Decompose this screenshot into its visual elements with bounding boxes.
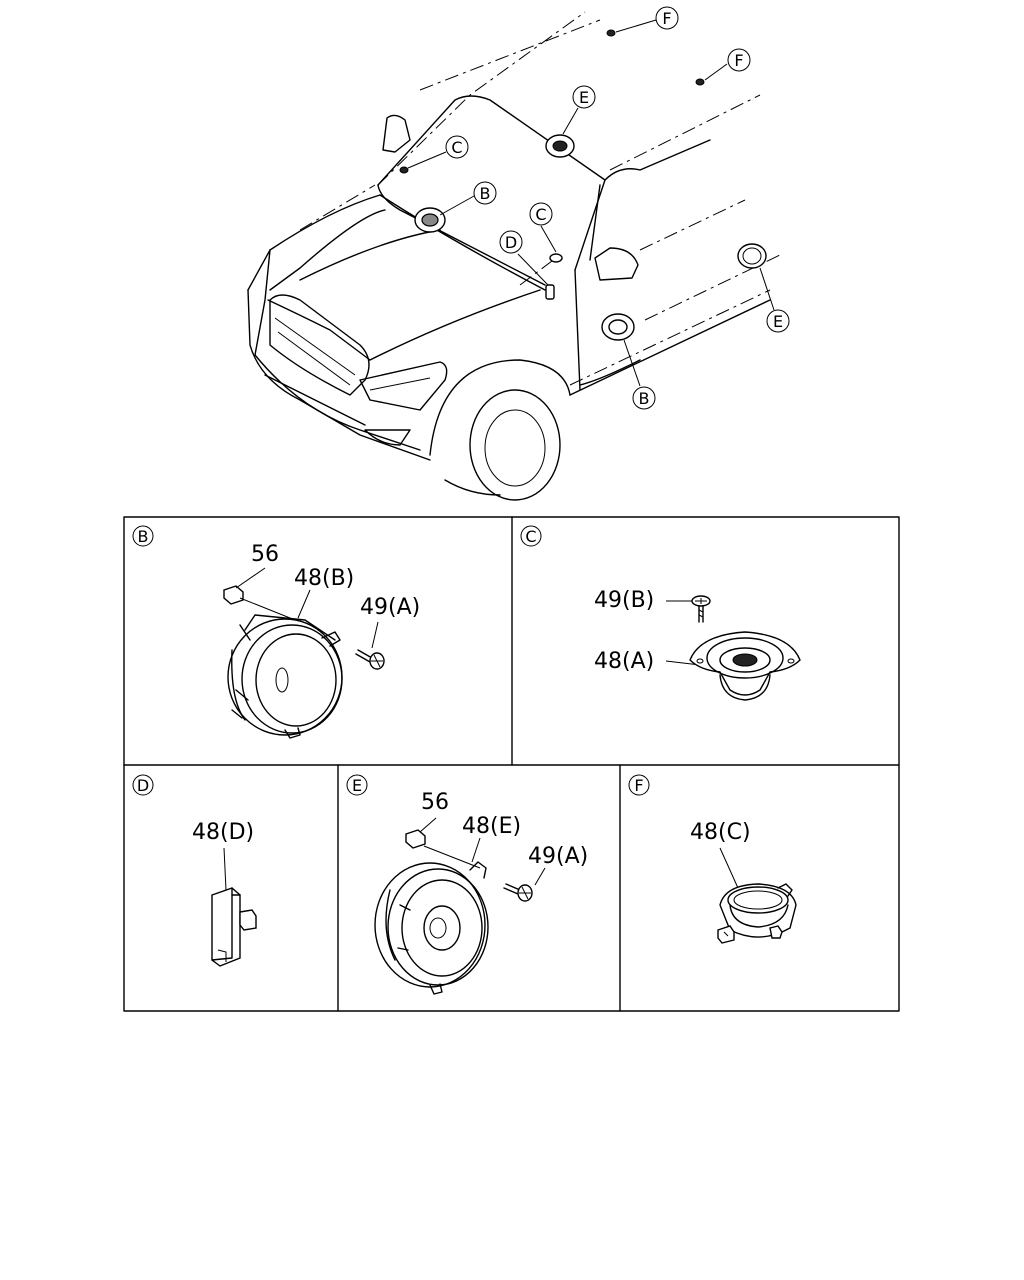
detail-panels-frame (123, 516, 900, 1012)
callout-f-right: F (727, 48, 751, 72)
panel-letter: F (634, 776, 643, 795)
panel-letter: D (137, 776, 149, 795)
screw-49b (691, 595, 711, 623)
part-label-49b: 49(B) (594, 588, 654, 613)
connector-56 (223, 585, 244, 605)
callout-e-roof: E (572, 85, 596, 109)
callout-letter: B (639, 389, 650, 408)
vehicle-overview: F F E C B C D E (247, 6, 790, 501)
callout-letter: E (579, 88, 589, 107)
bolt-49a (355, 649, 385, 670)
part-label-49a: 49(A) (528, 844, 588, 869)
panel-e: E 56 48(E) 49(A) (346, 774, 588, 995)
callout-c-right: C (529, 202, 553, 226)
callout-letter: F (662, 9, 671, 28)
part-label-56: 56 (421, 790, 449, 815)
part-label-48a: 48(A) (594, 649, 654, 674)
speaker-48d (211, 887, 257, 967)
part-label-49a: 49(A) (360, 595, 420, 620)
part-label-48d: 48(D) (192, 820, 254, 845)
callout-b-door: B (632, 386, 656, 410)
speaker-48b (227, 614, 343, 739)
callout-e-rear: E (766, 309, 790, 333)
panel-d: D 48(D) (132, 774, 257, 967)
callout-c-left: C (445, 135, 469, 159)
panel-letter: B (138, 527, 149, 546)
bolt-49a (503, 883, 533, 902)
callout-letter: F (734, 51, 743, 70)
callout-letter: C (535, 205, 546, 224)
speaker-48a (689, 631, 801, 701)
callout-b-front: B (473, 181, 497, 205)
callout-f-top: F (655, 6, 679, 30)
callout-letter: B (480, 184, 491, 203)
part-label-56: 56 (251, 542, 279, 567)
panel-letter: E (352, 776, 362, 795)
speaker-48c (717, 883, 797, 944)
callout-letter: C (451, 138, 462, 157)
panel-c: C 49(B) 48(A) (520, 525, 801, 701)
panel-b: B 56 48(B) 49(A) (132, 525, 420, 739)
part-label-48b: 48(B) (294, 566, 354, 591)
callout-d: D (499, 230, 523, 254)
part-label-48e: 48(E) (462, 814, 521, 839)
connector-56 (405, 829, 426, 849)
panel-f: F 48(C) (628, 774, 797, 944)
part-label-48c: 48(C) (690, 820, 751, 845)
callout-letter: D (505, 233, 517, 252)
panel-letter: C (525, 527, 536, 546)
callout-letter: E (773, 312, 783, 331)
speaker-48e (374, 861, 489, 995)
